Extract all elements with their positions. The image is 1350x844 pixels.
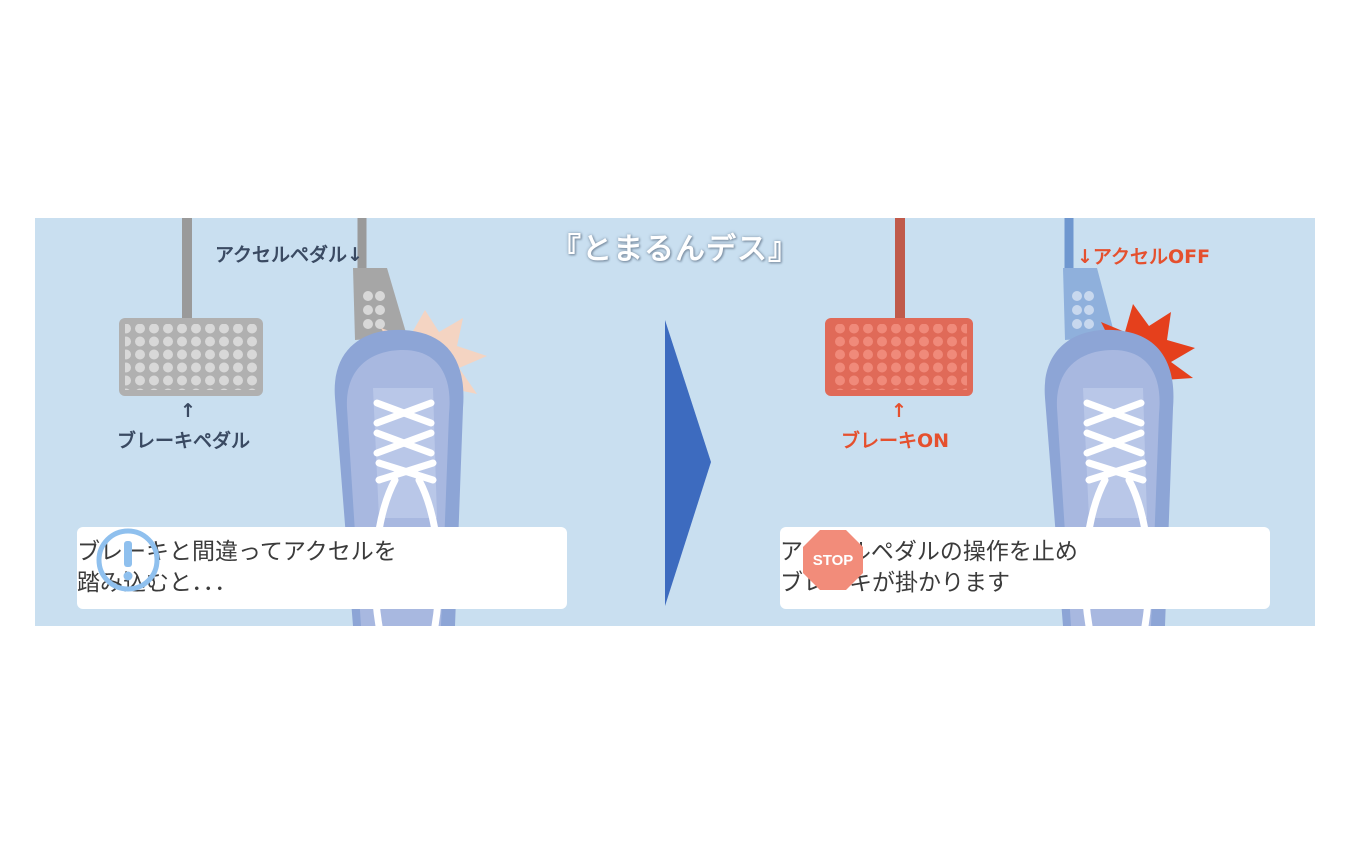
- page-title: 『とまるんデス』: [551, 232, 799, 267]
- left-brake-pedal: [119, 218, 263, 396]
- right-message-box: STOP アクセルペダルの操作を止め ブレーキが掛かります: [780, 527, 1270, 609]
- illustration-panel: 『とまるんデス』 アクセルペダル↓ ↑ ブレーキペダル ↓アクセルOFF ↑ ブ…: [35, 218, 1315, 626]
- right-accel-label: ↓アクセルOFF: [1077, 246, 1211, 268]
- left-brake-arrow: ↑: [180, 400, 196, 422]
- left-accel-pedal: [353, 218, 407, 340]
- right-accel-pedal: [1063, 218, 1115, 340]
- stop-sign-icon: STOP: [803, 530, 863, 590]
- right-brake-pedal: [825, 218, 973, 396]
- stop-sign-text: STOP: [813, 552, 854, 569]
- right-brake-arrow: ↑: [891, 400, 907, 422]
- transition-arrow: [665, 320, 711, 606]
- left-accel-label: アクセルペダル↓: [215, 244, 363, 266]
- right-brake-label: ブレーキON: [841, 430, 950, 452]
- exclamation-icon: [96, 528, 160, 592]
- left-brake-label: ブレーキペダル: [117, 430, 251, 452]
- left-message-box: ブレーキと間違ってアクセルを 踏み込むと．．．: [77, 527, 567, 609]
